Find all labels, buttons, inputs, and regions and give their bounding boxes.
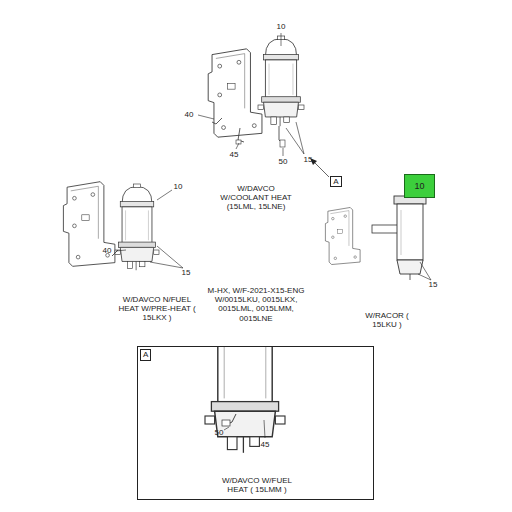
view-letter: A	[140, 349, 151, 361]
detail-frame: A W/DAVCO W/FUEL HEAT ( 15LMM )	[137, 346, 374, 500]
variant-note: M-HX, W/F-2021-X15-ENG W/0015LKU, 0015LK…	[204, 286, 308, 323]
view-reference-box: A	[330, 176, 342, 187]
callout-number: 15	[423, 280, 443, 289]
callout-number: 45	[255, 440, 275, 449]
callout-number: 10	[168, 182, 188, 191]
callout-number: 15	[176, 268, 196, 277]
callout-number: 40	[179, 110, 199, 119]
callout-number: A	[333, 178, 338, 186]
highlight-callout: 10	[404, 174, 435, 198]
callout-number: 45	[224, 150, 244, 159]
variant-note: W/RACOR ( 15LKU )	[357, 311, 417, 329]
variant-note: W/DAVCO W/FUEL HEAT ( 15LMM )	[217, 476, 297, 494]
callout-number: 50	[209, 428, 229, 437]
callout-number: 50	[273, 157, 293, 166]
callout-number: 40	[97, 246, 117, 255]
callout-number: 10	[414, 182, 424, 191]
callout-number: 15	[298, 155, 318, 164]
variant-note: W/DAVCO W/COOLANT HEAT (15LML, 15LNE)	[216, 184, 296, 212]
callout-number: 10	[271, 22, 291, 31]
variant-note: W/DAVCO N/FUEL HEAT W/PRE-HEAT ( 15LKX )	[117, 295, 197, 323]
